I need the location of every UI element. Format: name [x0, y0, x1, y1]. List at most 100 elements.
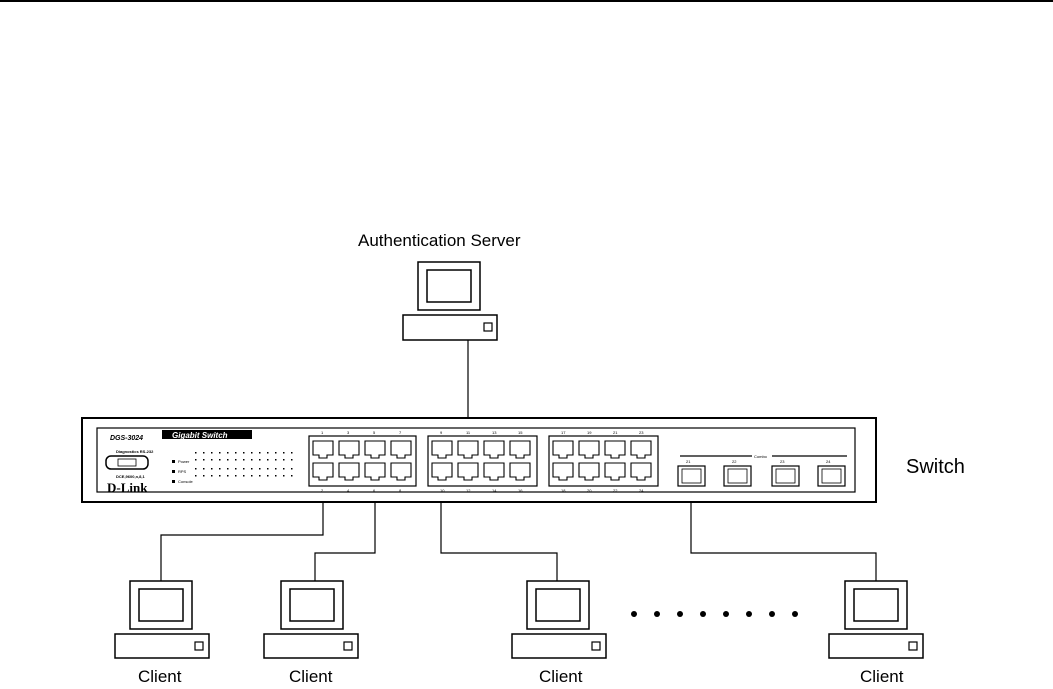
port-number-label: 21	[613, 430, 618, 435]
console-port	[105, 455, 149, 470]
port-number-label: 9	[440, 430, 443, 435]
port-16	[509, 462, 531, 481]
port-led	[267, 452, 269, 454]
port-number-label: 2	[321, 488, 324, 493]
port-led	[235, 459, 237, 461]
port-led	[243, 452, 245, 454]
port-17	[552, 440, 574, 459]
port-led	[211, 475, 213, 477]
client-base	[263, 633, 359, 659]
client-screen	[535, 588, 581, 622]
switch-title-text: Gigabit Switch	[172, 431, 228, 440]
port-number-label: 12	[466, 488, 471, 493]
port-led	[211, 459, 213, 461]
ellipsis-dot	[723, 611, 729, 617]
port-number-label: 17	[561, 430, 566, 435]
port-led	[259, 468, 261, 470]
client-computers	[114, 580, 924, 659]
port-number-label: 6	[373, 488, 376, 493]
led-label-rps: RPS	[178, 469, 187, 474]
led-label-power: Power	[178, 459, 190, 464]
port-led	[291, 459, 293, 461]
port-number-label: 5	[373, 430, 376, 435]
port-number-label: 15	[518, 430, 523, 435]
port-number-label: 8	[399, 488, 402, 493]
link-client3	[440, 483, 558, 581]
port-7	[390, 440, 412, 459]
port-led	[219, 468, 221, 470]
port-led	[267, 459, 269, 461]
port-3	[338, 440, 360, 459]
server-power-indicator	[483, 322, 493, 332]
port-21	[604, 440, 626, 459]
port-led	[195, 468, 197, 470]
server-computer	[402, 261, 498, 341]
port-number-label: 4	[347, 488, 350, 493]
port-led	[259, 452, 261, 454]
sfp-number-label: 24	[826, 459, 831, 464]
port-led	[235, 468, 237, 470]
port-led	[195, 452, 197, 454]
port-led	[227, 468, 229, 470]
port-led	[259, 459, 261, 461]
port-led	[267, 468, 269, 470]
port-led	[227, 459, 229, 461]
port-led	[227, 475, 229, 477]
client-label-2: Client	[289, 667, 333, 686]
port-led	[195, 475, 197, 477]
switch-label: Switch	[906, 456, 965, 478]
sfp-port-cage	[681, 468, 702, 484]
port-led	[267, 475, 269, 477]
port-13	[483, 440, 505, 459]
sfp-port-cage	[821, 468, 842, 484]
port-4	[338, 462, 360, 481]
port-number-label: 19	[587, 430, 592, 435]
ellipsis-dot	[792, 611, 798, 617]
port-10	[431, 462, 453, 481]
port-15	[509, 440, 531, 459]
port-led	[195, 459, 197, 461]
port-number-label: 23	[639, 430, 644, 435]
port-led	[291, 475, 293, 477]
ellipsis-dot	[677, 611, 683, 617]
port-led	[283, 468, 285, 470]
client-screen	[289, 588, 335, 622]
port-11	[457, 440, 479, 459]
port-23	[630, 440, 652, 459]
client-power-indicator	[194, 641, 204, 651]
ellipsis-dot	[746, 611, 752, 617]
switch-device: DGS-3024 Gigabit Switch Diagnostics RS-2…	[81, 417, 877, 503]
client-base	[828, 633, 924, 659]
port-24	[630, 462, 652, 481]
client-base	[511, 633, 607, 659]
sfp-number-label: 23	[780, 459, 785, 464]
port-led	[203, 468, 205, 470]
client-power-indicator	[343, 641, 353, 651]
port-led	[291, 468, 293, 470]
port-led	[259, 475, 261, 477]
port-led	[211, 452, 213, 454]
port-led	[275, 468, 277, 470]
ellipsis-dot	[700, 611, 706, 617]
port-22	[604, 462, 626, 481]
port-led	[243, 459, 245, 461]
client-power-indicator	[908, 641, 918, 651]
port-1	[312, 440, 334, 459]
port-9	[431, 440, 453, 459]
port-number-label: 16	[518, 488, 523, 493]
port-led	[283, 452, 285, 454]
port-led	[291, 452, 293, 454]
port-number-label: 18	[561, 488, 566, 493]
port-led	[275, 459, 277, 461]
port-number-label: 3	[347, 430, 350, 435]
client-label-1: Client	[138, 667, 182, 686]
link-client1	[160, 483, 324, 581]
port-led	[219, 475, 221, 477]
switch-model-text: DGS-3024	[110, 435, 143, 442]
port-number-label: 22	[613, 488, 618, 493]
console-label-text: Diagnostics RS-232	[116, 449, 154, 454]
server-base	[402, 314, 498, 341]
port-number-label: 20	[587, 488, 592, 493]
port-number-label: 24	[639, 488, 644, 493]
